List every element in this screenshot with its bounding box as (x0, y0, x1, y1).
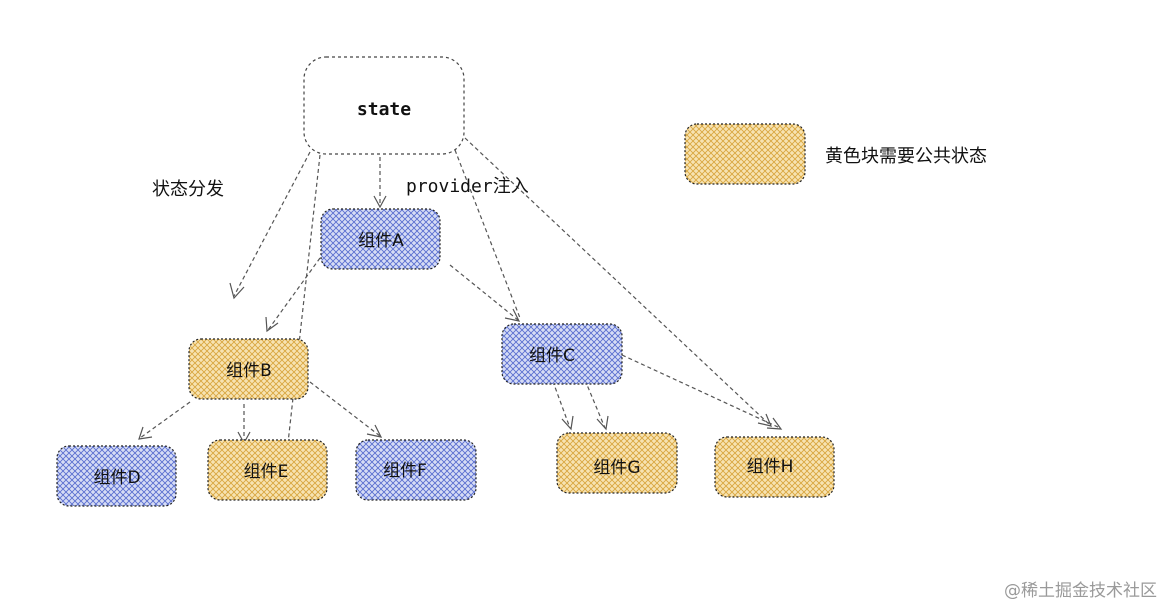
provider-label: provider注入 (406, 176, 529, 197)
node-d: 组件D (56, 445, 177, 507)
arrowhead (366, 424, 383, 438)
node-f-box (355, 439, 477, 501)
node-b-box (188, 338, 309, 400)
arrowhead (596, 415, 609, 431)
edge-c-to-g-2 (584, 379, 606, 429)
node-b: 组件B (188, 338, 309, 400)
edge-c-to-h (621, 354, 781, 429)
arrowhead (757, 413, 773, 427)
node-f: 组件F (355, 439, 477, 501)
node-g-box (556, 432, 678, 494)
node-h-label: 组件H (747, 457, 794, 477)
edge-a-to-c (449, 264, 519, 321)
watermark: @稀土掘金技术社区 (1004, 581, 1157, 601)
edge-state-to-e (286, 154, 321, 453)
legend-swatch (684, 123, 806, 185)
arrowhead (561, 415, 574, 431)
edges (138, 137, 783, 455)
provider-label-prefix: provider (406, 176, 493, 197)
node-a-box (320, 208, 441, 270)
node-d-box (56, 445, 177, 507)
arrowhead (504, 308, 521, 322)
distribute-label: 状态分发 (152, 179, 224, 200)
arrowhead (265, 316, 279, 333)
arrowhead (138, 426, 153, 440)
node-g-label: 组件G (593, 458, 640, 478)
node-h: 组件H (714, 436, 835, 498)
state-label: state (357, 99, 411, 120)
node-f-label: 组件F (383, 461, 427, 481)
node-e-box (207, 439, 328, 501)
state-box (303, 56, 465, 155)
legend-label: 黄色块需要公共状态 (825, 146, 987, 167)
arrowhead (373, 195, 387, 209)
arrowhead (766, 417, 783, 430)
state-node: state (303, 56, 465, 155)
node-g: 组件G (556, 432, 678, 494)
node-d-label: 组件D (93, 468, 140, 488)
edge-a-to-b (267, 257, 321, 331)
edge-state-distribute (233, 151, 311, 297)
arrowhead (229, 282, 245, 300)
node-a-label: 组件A (358, 231, 404, 251)
node-c: 组件C (501, 323, 623, 385)
node-c-label: 组件C (529, 346, 575, 366)
node-a: 组件A (320, 208, 441, 270)
node-c-box (501, 323, 623, 385)
provider-label-suffix: 注入 (493, 176, 529, 197)
edge-b-to-f (309, 381, 381, 437)
node-e-label: 组件E (244, 462, 289, 482)
node-h-box (714, 436, 835, 498)
legend: 黄色块需要公共状态 (684, 123, 987, 185)
edge-state-to-g (454, 149, 521, 319)
node-e: 组件E (207, 439, 328, 501)
edge-b-to-d (139, 401, 191, 439)
node-b-label: 组件B (226, 361, 272, 381)
